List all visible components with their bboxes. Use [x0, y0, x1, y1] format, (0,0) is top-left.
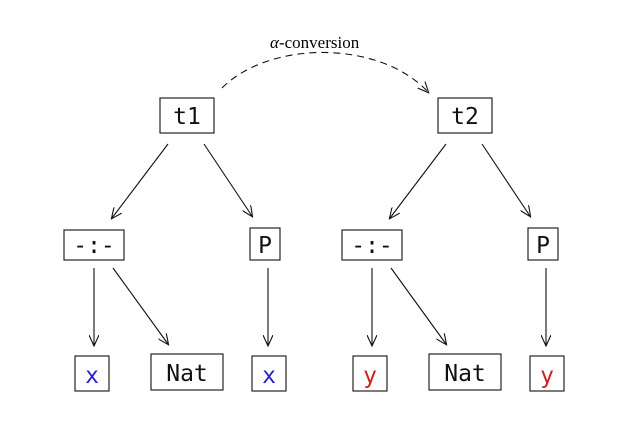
node-binder-right: -:-: [341, 229, 403, 261]
node-p-right: P: [527, 227, 559, 261]
edge-t2-p: [481, 143, 530, 216]
alpha-conversion-arc: [221, 51, 428, 92]
edge-binder-nat: [112, 267, 168, 344]
node-p-left-label: P: [258, 233, 272, 259]
node-var-x: x: [74, 355, 110, 392]
node-pred-arg-x-label: x: [262, 363, 276, 389]
node-pred-arg-y-label: y: [540, 363, 554, 389]
node-binder-right-label: -:-: [351, 233, 393, 259]
node-var-y: y: [352, 355, 388, 392]
node-nat-right-label: Nat: [444, 361, 486, 387]
edge-t1-p: [203, 143, 252, 216]
edge-binder-nat-right: [390, 267, 446, 344]
node-t2-label: t2: [451, 104, 479, 130]
edge-t1-binder: [112, 143, 169, 218]
alpha-conversion-label: α-conversion: [270, 33, 360, 52]
node-nat-left: Nat: [150, 353, 224, 391]
node-t1: t1: [159, 97, 215, 134]
node-binder-left: -:-: [63, 229, 125, 261]
node-binder-left-label: -:-: [73, 233, 115, 259]
edge-t2-binder: [390, 143, 447, 218]
node-var-x-label: x: [85, 363, 99, 389]
node-t2: t2: [437, 97, 493, 134]
conversion-text: -conversion: [279, 33, 360, 52]
node-p-left: P: [249, 227, 281, 261]
node-p-right-label: P: [536, 233, 550, 259]
alpha-symbol: α: [270, 33, 280, 52]
node-var-y-label: y: [363, 363, 377, 389]
node-pred-arg-x: x: [251, 355, 287, 392]
node-nat-right: Nat: [428, 353, 502, 391]
node-pred-arg-y: y: [529, 355, 565, 392]
node-t1-label: t1: [173, 104, 201, 130]
node-nat-left-label: Nat: [166, 361, 208, 387]
